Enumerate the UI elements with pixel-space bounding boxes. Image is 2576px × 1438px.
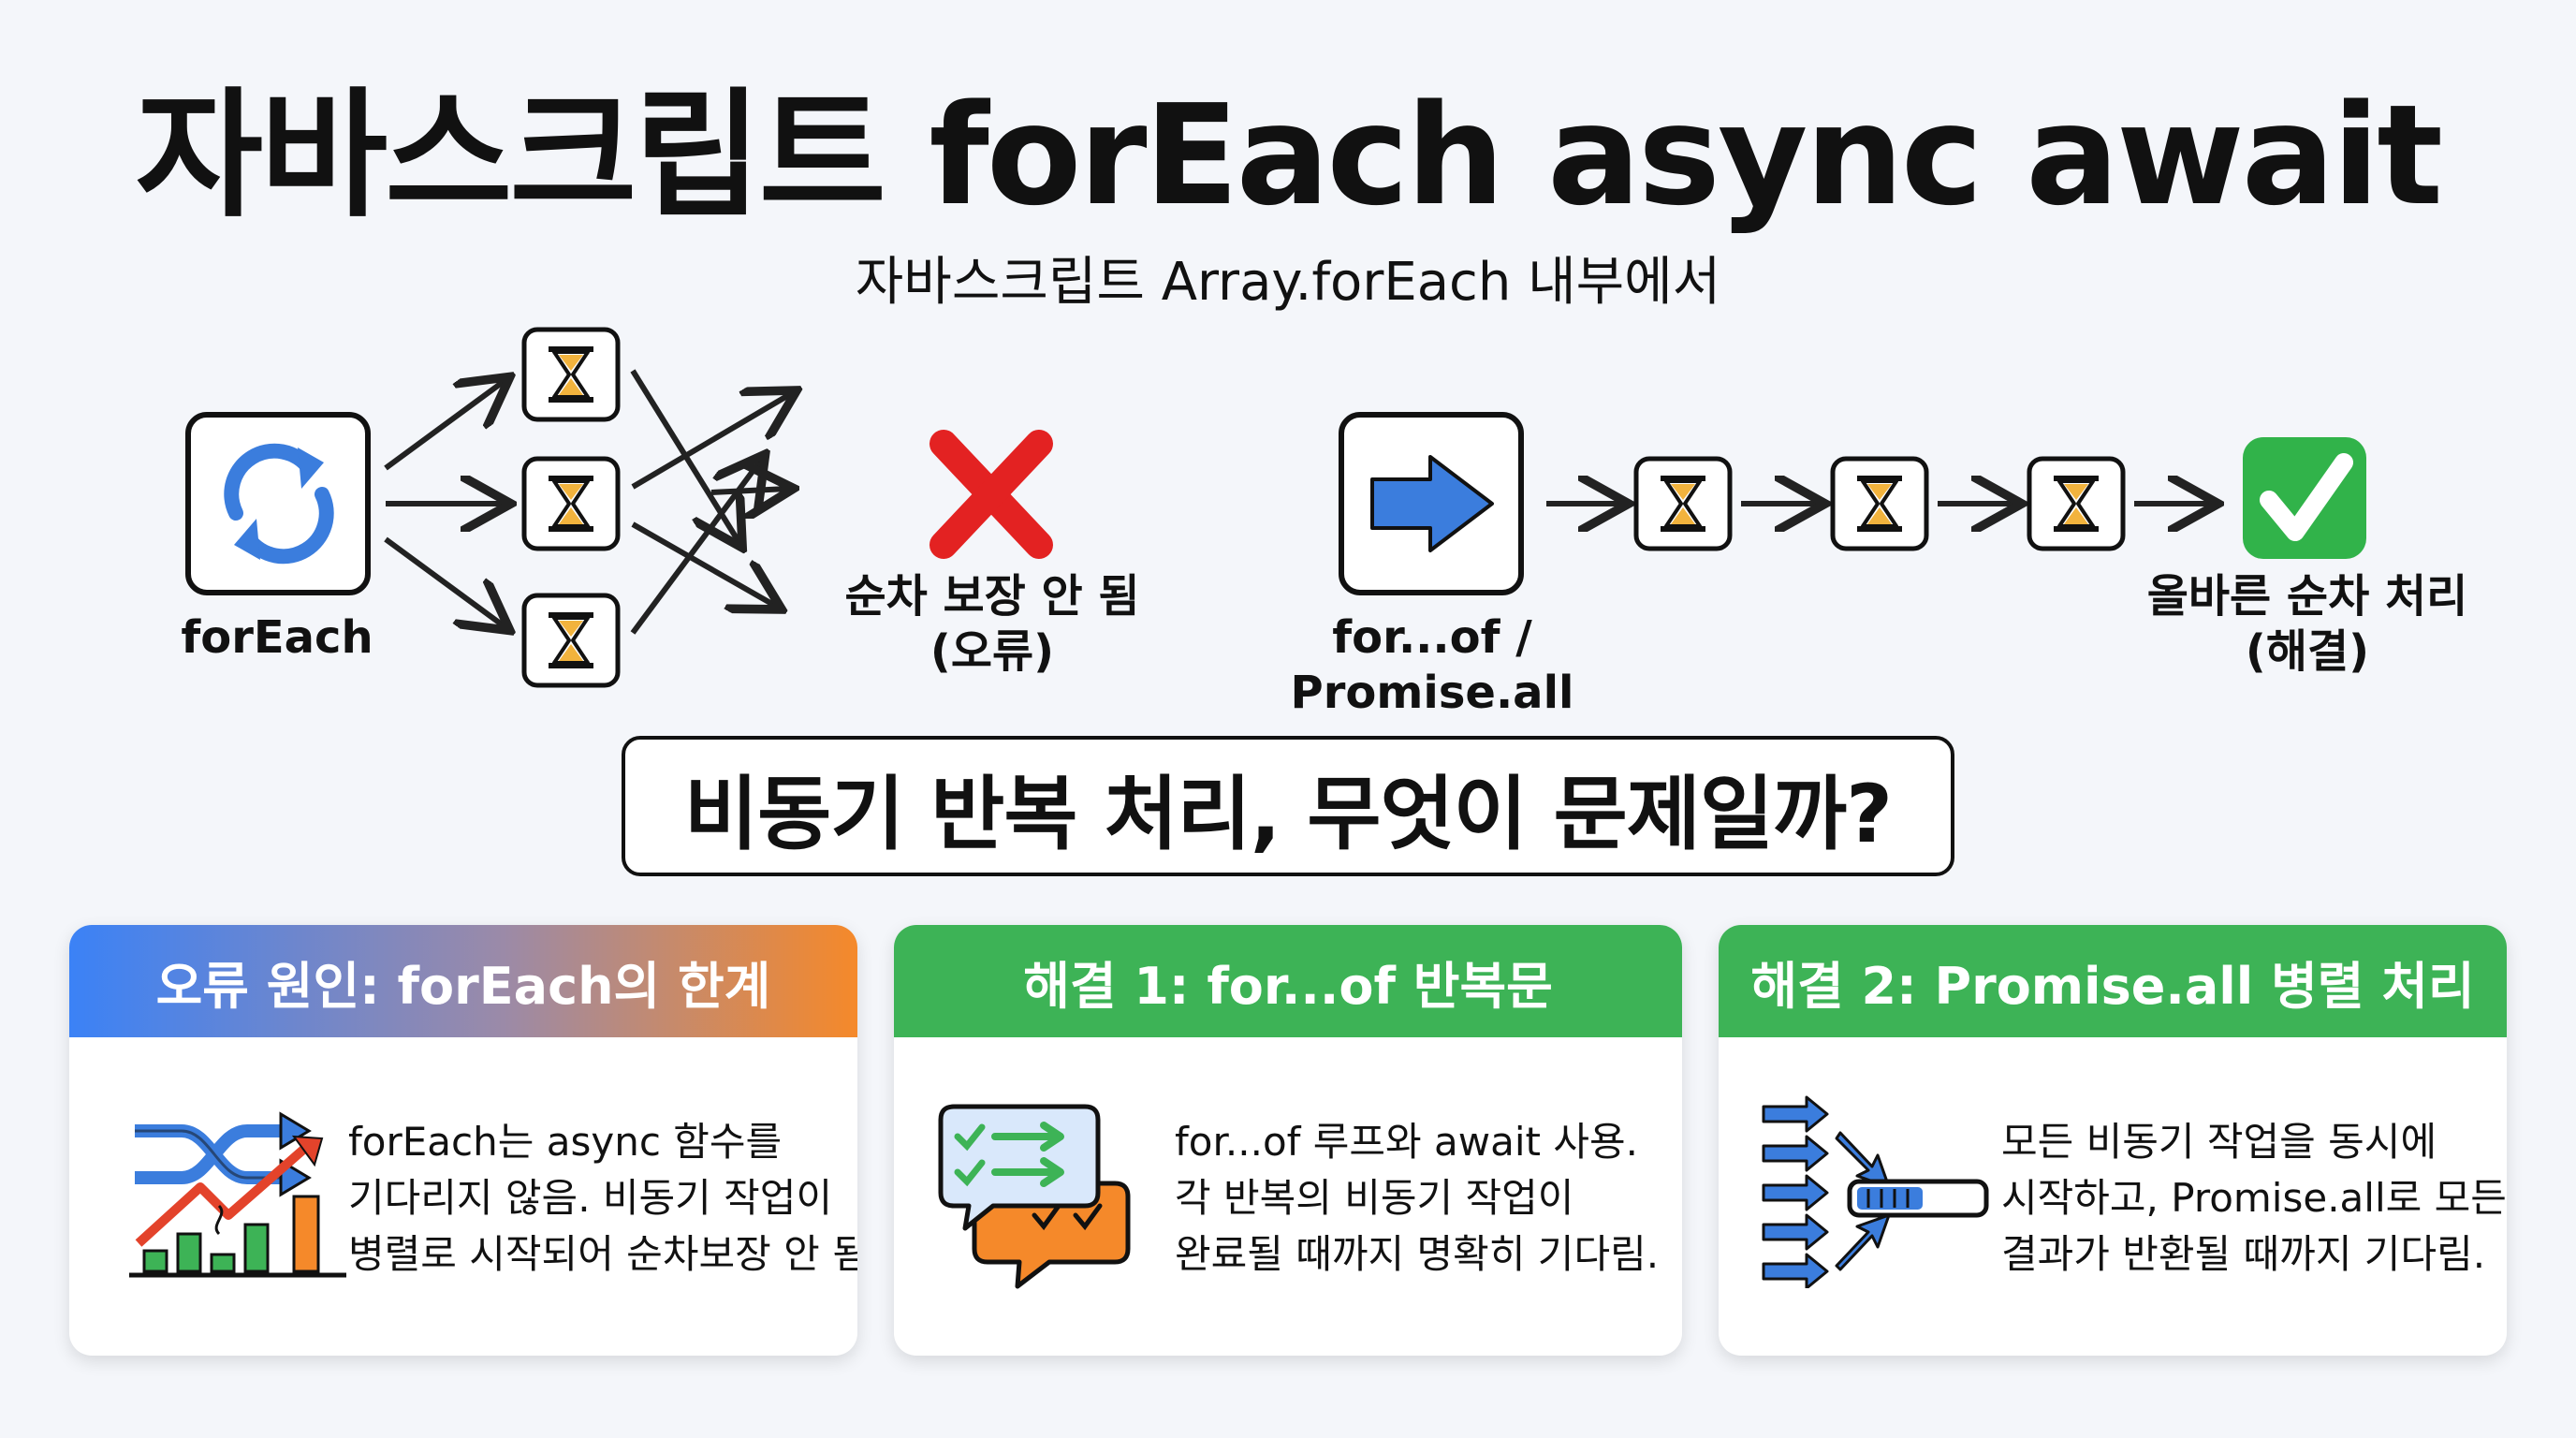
card-line: 모든 비동기 작업을 동시에 — [2001, 1119, 2437, 1165]
card-body: for...of 루프와 await 사용. 각 반복의 비동기 작업이 완료될… — [1175, 1114, 1659, 1283]
forof-label-line1: for...of / — [1332, 611, 1532, 664]
card-error-cause: 오류 원인: forEach의 한계 forEach는 async 함수를 기다… — [69, 925, 857, 1356]
sync-icon — [185, 412, 371, 595]
hourglass-icon — [524, 595, 618, 685]
card-line: forEach는 async 함수를 — [348, 1119, 783, 1165]
fanout-arrows — [384, 380, 505, 627]
card-line: 병렬로 시작되어 순차보장 안 됨. — [348, 1231, 857, 1277]
forof-label: for...of / Promise.all — [1273, 610, 1591, 720]
card-title: 오류 원인: forEach의 한계 — [69, 925, 857, 1037]
chat-checklist-icon — [938, 1104, 1131, 1289]
card-line: 각 반복의 비동기 작업이 — [1175, 1175, 1574, 1221]
foreach-label: forEach — [181, 611, 373, 664]
card-line: 결과가 반환될 때까지 기다림. — [2001, 1231, 2486, 1277]
hourglass-icon — [2029, 459, 2123, 549]
crossing-arrows — [630, 369, 792, 635]
error-label-line2: (오류) — [929, 624, 1055, 678]
hourglass-icon — [1636, 459, 1730, 549]
hourglass-icon — [524, 459, 618, 549]
error-x-icon — [929, 430, 1053, 559]
card-promise-all: 해결 2: Promise.all 병렬 처리 모든 비동기 작업을 동시에 시… — [1719, 925, 2507, 1356]
shuffle-chart-icon — [129, 1111, 346, 1278]
card-body: 모든 비동기 작업을 동시에 시작하고, Promise.all로 모든 결과가… — [2001, 1114, 2507, 1283]
card-line: 완료될 때까지 명확히 기다림. — [1175, 1231, 1660, 1277]
question-box: 비동기 반복 처리, 무엇이 문제일까? — [622, 736, 1954, 876]
card-line: 기다리지 않음. 비동기 작업이 — [348, 1175, 833, 1221]
hourglass-icon — [1833, 459, 1926, 549]
error-label: 순차 보장 안 됨 (오류) — [805, 569, 1179, 679]
card-line: for...of 루프와 await 사용. — [1175, 1119, 1638, 1165]
card-title: 해결 1: for...of 반복문 — [894, 925, 1682, 1037]
forof-label-line2: Promise.all — [1290, 666, 1574, 719]
card-for-of: 해결 1: for...of 반복문 for...of 루프와 await 사용… — [894, 925, 1682, 1356]
error-label-line1: 순차 보장 안 됨 — [844, 570, 1140, 623]
arrow-right-icon — [1339, 412, 1524, 595]
solved-label-line2: (해결) — [2245, 624, 2370, 678]
card-body: forEach는 async 함수를 기다리지 않음. 비동기 작업이 병렬로 … — [348, 1114, 857, 1283]
card-line: 시작하고, Promise.all로 모든 — [2001, 1175, 2507, 1221]
card-title: 해결 2: Promise.all 병렬 처리 — [1719, 925, 2507, 1037]
solved-label-line1: 올바른 순차 처리 — [2146, 570, 2468, 623]
hourglass-icon — [524, 330, 618, 419]
parallel-arrows-icon — [1762, 1095, 1989, 1288]
page-subtitle: 자바스크립트 Array.forEach 내부에서 — [855, 252, 1721, 313]
check-icon — [2243, 437, 2366, 559]
page-title: 자바스크립트 forEach async await — [135, 75, 2443, 236]
solved-label: 올바른 순차 처리 (해결) — [2115, 569, 2499, 679]
